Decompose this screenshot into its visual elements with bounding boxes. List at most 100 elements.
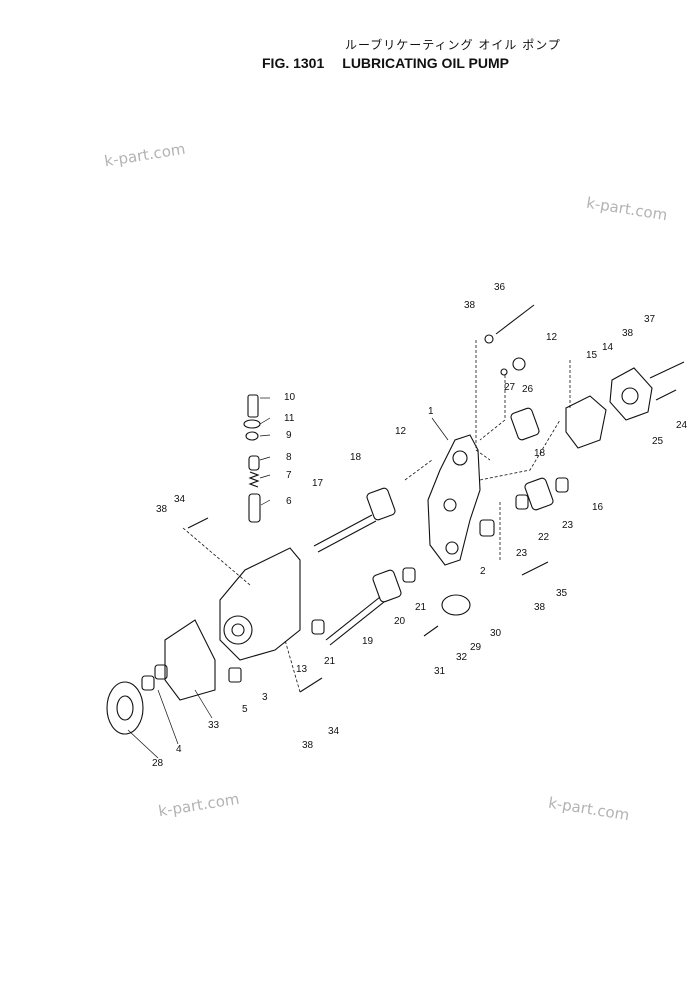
callout-14: 14 [602, 342, 614, 353]
callout-28: 28 [152, 758, 164, 769]
leader-line [260, 499, 271, 506]
callout-26: 26 [522, 384, 534, 395]
callout-16: 16 [592, 502, 604, 513]
bolt-24 [655, 389, 677, 401]
callout-9: 9 [286, 430, 292, 441]
callout-12: 12 [395, 426, 407, 437]
plug-2 [479, 519, 495, 537]
callout-18: 18 [534, 448, 546, 459]
body-bore [452, 450, 468, 466]
callout-35: 35 [556, 588, 568, 599]
callout-11: 11 [284, 413, 295, 424]
leader-line [194, 689, 213, 719]
callout-21: 21 [324, 656, 336, 667]
bushing-23 [515, 494, 529, 510]
callout-18: 18 [350, 452, 362, 463]
callout-10: 10 [284, 392, 296, 403]
flange-30 [441, 594, 471, 616]
spacer [141, 675, 155, 691]
bushing-21b [402, 567, 416, 583]
callout-38: 38 [622, 328, 634, 339]
leader-line [157, 689, 179, 745]
callout-34: 34 [328, 726, 340, 737]
callout-22: 22 [538, 532, 550, 543]
callout-31: 31 [434, 666, 446, 677]
bolt-10 [247, 394, 259, 418]
callout-23: 23 [562, 520, 574, 531]
callout-25: 25 [652, 436, 664, 447]
drive-gear [106, 681, 144, 735]
seal-9 [245, 431, 259, 441]
callout-32: 32 [456, 652, 468, 663]
leader-line [259, 417, 271, 425]
plug-26 [512, 357, 526, 371]
callout-36: 36 [494, 282, 506, 293]
housing-bore [223, 615, 253, 645]
leader-line [127, 729, 159, 759]
callout-33: 33 [208, 720, 220, 731]
callout-7: 7 [286, 470, 292, 481]
bolt-35 [521, 561, 549, 576]
bolt-34 [187, 517, 209, 529]
callout-12: 12 [546, 332, 558, 343]
gear-22 [524, 477, 554, 511]
callout-6: 6 [286, 496, 292, 507]
callout-38: 38 [464, 300, 476, 311]
cover-14 [609, 367, 653, 421]
valve-6 [248, 493, 261, 523]
alignment-line [284, 639, 301, 693]
drive-gear-hub [116, 695, 134, 721]
washer-11 [243, 419, 261, 429]
callout-15: 15 [586, 350, 598, 361]
callout-38: 38 [534, 602, 546, 613]
gear-18 [366, 487, 396, 521]
bolt-34b [299, 677, 323, 693]
diagram-title: FIG. 1301 LUBRICATING OIL PUMP [262, 55, 527, 71]
body-bore [445, 541, 459, 555]
callout-24: 24 [676, 420, 688, 431]
callout-17: 17 [312, 478, 324, 489]
cover-boss [621, 387, 639, 405]
gasket [164, 619, 216, 701]
gear-20 [372, 569, 402, 603]
callout-13: 13 [296, 664, 308, 675]
plug-5 [228, 667, 242, 683]
callout-8: 8 [286, 452, 292, 463]
figure-name: LUBRICATING OIL PUMP [342, 55, 509, 71]
callout-21: 21 [415, 602, 427, 613]
leader-line [259, 456, 271, 461]
leader-line [431, 417, 449, 441]
callout-30: 30 [490, 628, 502, 639]
callout-38: 38 [302, 740, 314, 751]
callout-1: 1 [428, 406, 434, 417]
bushing-21 [311, 619, 325, 635]
alignment-line [479, 375, 506, 441]
callout-37: 37 [644, 314, 656, 325]
washer-27 [500, 368, 508, 376]
figure-number: FIG. 1301 [262, 55, 325, 71]
body-bore [443, 498, 457, 512]
alignment-line [404, 459, 433, 481]
callout-4: 4 [176, 744, 182, 755]
bolt-36 [495, 304, 535, 335]
alignment-line [479, 419, 561, 481]
callout-34: 34 [174, 494, 186, 505]
callout-19: 19 [362, 636, 374, 647]
gear-18b [510, 407, 540, 441]
bolt-37 [649, 361, 685, 379]
callout-29: 29 [470, 642, 482, 653]
shaft-17 [317, 520, 377, 553]
callout-5: 5 [242, 704, 248, 715]
callout-20: 20 [394, 616, 406, 627]
bushing-23b [555, 477, 569, 493]
callout-27: 27 [504, 382, 516, 393]
washer-38 [484, 334, 494, 344]
housing-bore [231, 623, 245, 637]
shaft-19 [329, 601, 385, 646]
shaft-19 [325, 596, 381, 641]
leader-line [259, 474, 271, 479]
spacer [154, 664, 168, 680]
leader-line [259, 434, 271, 437]
alignment-line [475, 340, 491, 461]
